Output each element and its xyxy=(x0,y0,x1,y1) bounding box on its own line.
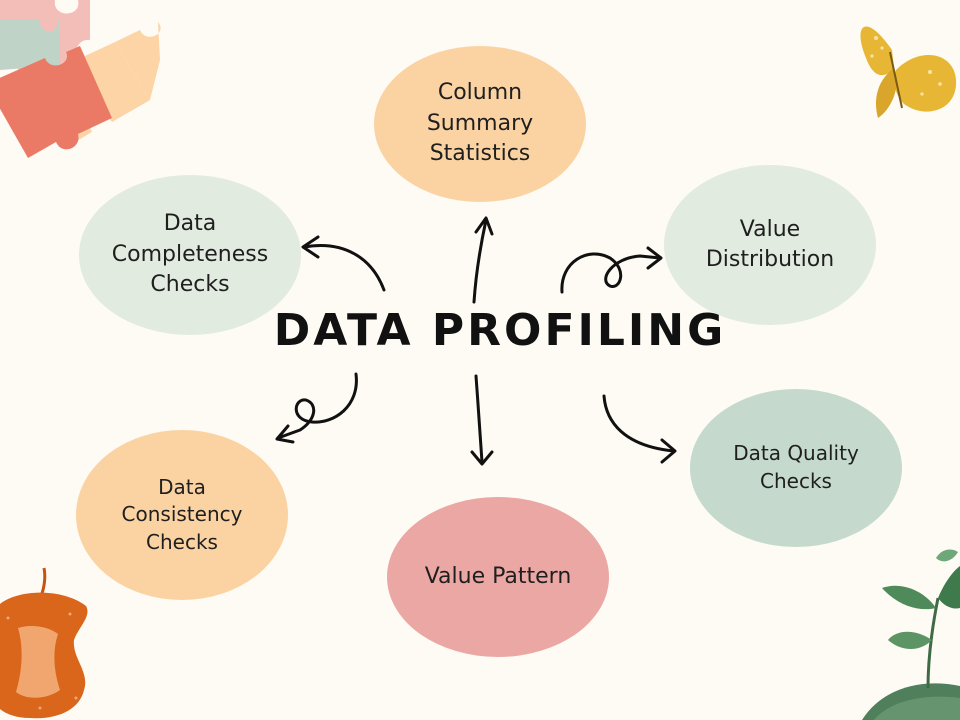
arrow-to-column-summary xyxy=(472,216,494,304)
arrow-to-consistency xyxy=(275,372,358,444)
node-value-distribution: Value Distribution xyxy=(664,165,876,325)
butterfly-icon xyxy=(860,26,957,118)
node-label: Column Summary Statistics xyxy=(426,80,534,167)
diagram-title: DATA PROFILING xyxy=(273,305,727,356)
node-label: Value Distribution xyxy=(705,216,835,272)
node-label: Data Quality Checks xyxy=(733,441,859,493)
arrow-to-completeness xyxy=(301,235,386,292)
node-column-summary-statistics: Column Summary Statistics xyxy=(374,46,586,202)
puzzle-pieces-icon xyxy=(0,0,161,158)
node-data-quality-checks: Data Quality Checks xyxy=(690,389,902,547)
plant-sprout-icon xyxy=(862,549,960,720)
node-data-consistency-checks: Data Consistency Checks xyxy=(76,430,288,600)
node-label: Value Pattern xyxy=(424,563,572,589)
apple-core-icon xyxy=(0,567,88,719)
arrow-to-value-distribution xyxy=(560,246,663,294)
node-label: Data Completeness Checks xyxy=(111,211,269,298)
node-data-completeness-checks: Data Completeness Checks xyxy=(79,175,301,335)
arrow-to-data-quality xyxy=(602,394,677,464)
node-value-pattern: Value Pattern xyxy=(387,497,609,657)
arrow-to-value-pattern xyxy=(470,374,494,466)
node-label: Data Consistency Checks xyxy=(121,474,243,554)
